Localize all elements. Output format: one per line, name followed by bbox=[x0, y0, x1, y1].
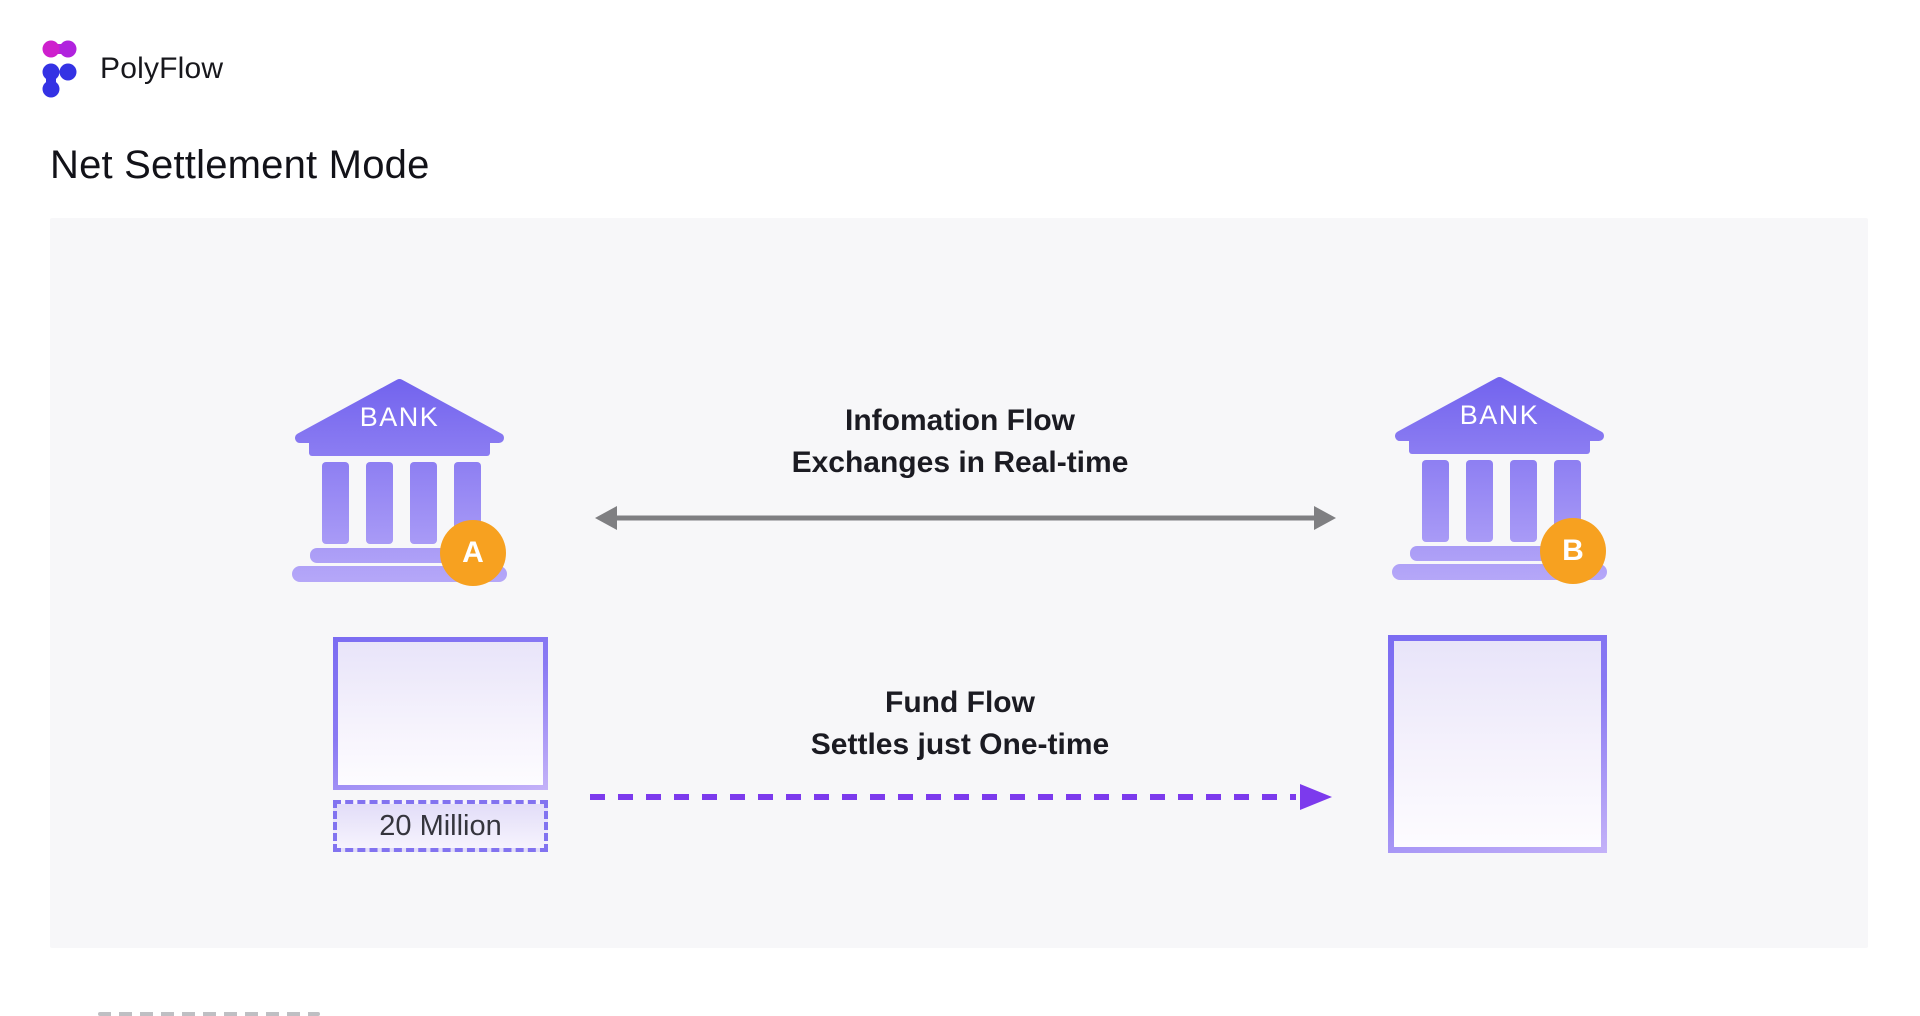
information-flow-line2: Exchanges in Real-time bbox=[791, 446, 1129, 479]
information-flow-line1: Infomation Flow bbox=[845, 404, 1075, 437]
bank-b-label: BANK bbox=[1459, 400, 1540, 430]
diagram-panel: BANK A BANK B Infomation Flow Exchanges … bbox=[50, 218, 1868, 948]
polyflow-logo-icon bbox=[42, 40, 77, 98]
settled-amount-box: 20 Million bbox=[333, 800, 548, 852]
information-flow-arrow bbox=[595, 506, 1336, 530]
bank-a-icon: BANK A bbox=[292, 378, 507, 586]
bank-b-fund-square-fill bbox=[1394, 641, 1601, 847]
bank-a-fund-square-fill bbox=[338, 642, 543, 785]
bank-b-fund-square bbox=[1388, 635, 1607, 853]
fund-flow-label: Fund Flow Settles just One-time bbox=[560, 682, 1360, 766]
bank-a-fund-square bbox=[333, 637, 548, 790]
information-flow-label: Infomation Flow Exchanges in Real-time bbox=[560, 400, 1360, 484]
bank-a-label: BANK bbox=[359, 402, 440, 432]
brand-name: PolyFlow bbox=[100, 52, 224, 85]
bank-b-badge: B bbox=[1540, 518, 1606, 584]
bank-b-icon: BANK B bbox=[1392, 376, 1607, 584]
cutoff-text-remnant bbox=[98, 1012, 320, 1016]
bank-a-badge: A bbox=[440, 520, 506, 586]
fund-flow-arrow bbox=[590, 784, 1332, 810]
settled-amount-label: 20 Million bbox=[379, 809, 502, 842]
page-title: Net Settlement Mode bbox=[50, 143, 430, 187]
fund-flow-line1: Fund Flow bbox=[885, 686, 1035, 719]
fund-flow-line2: Settles just One-time bbox=[810, 728, 1110, 761]
brand-header: PolyFlow bbox=[40, 40, 223, 98]
